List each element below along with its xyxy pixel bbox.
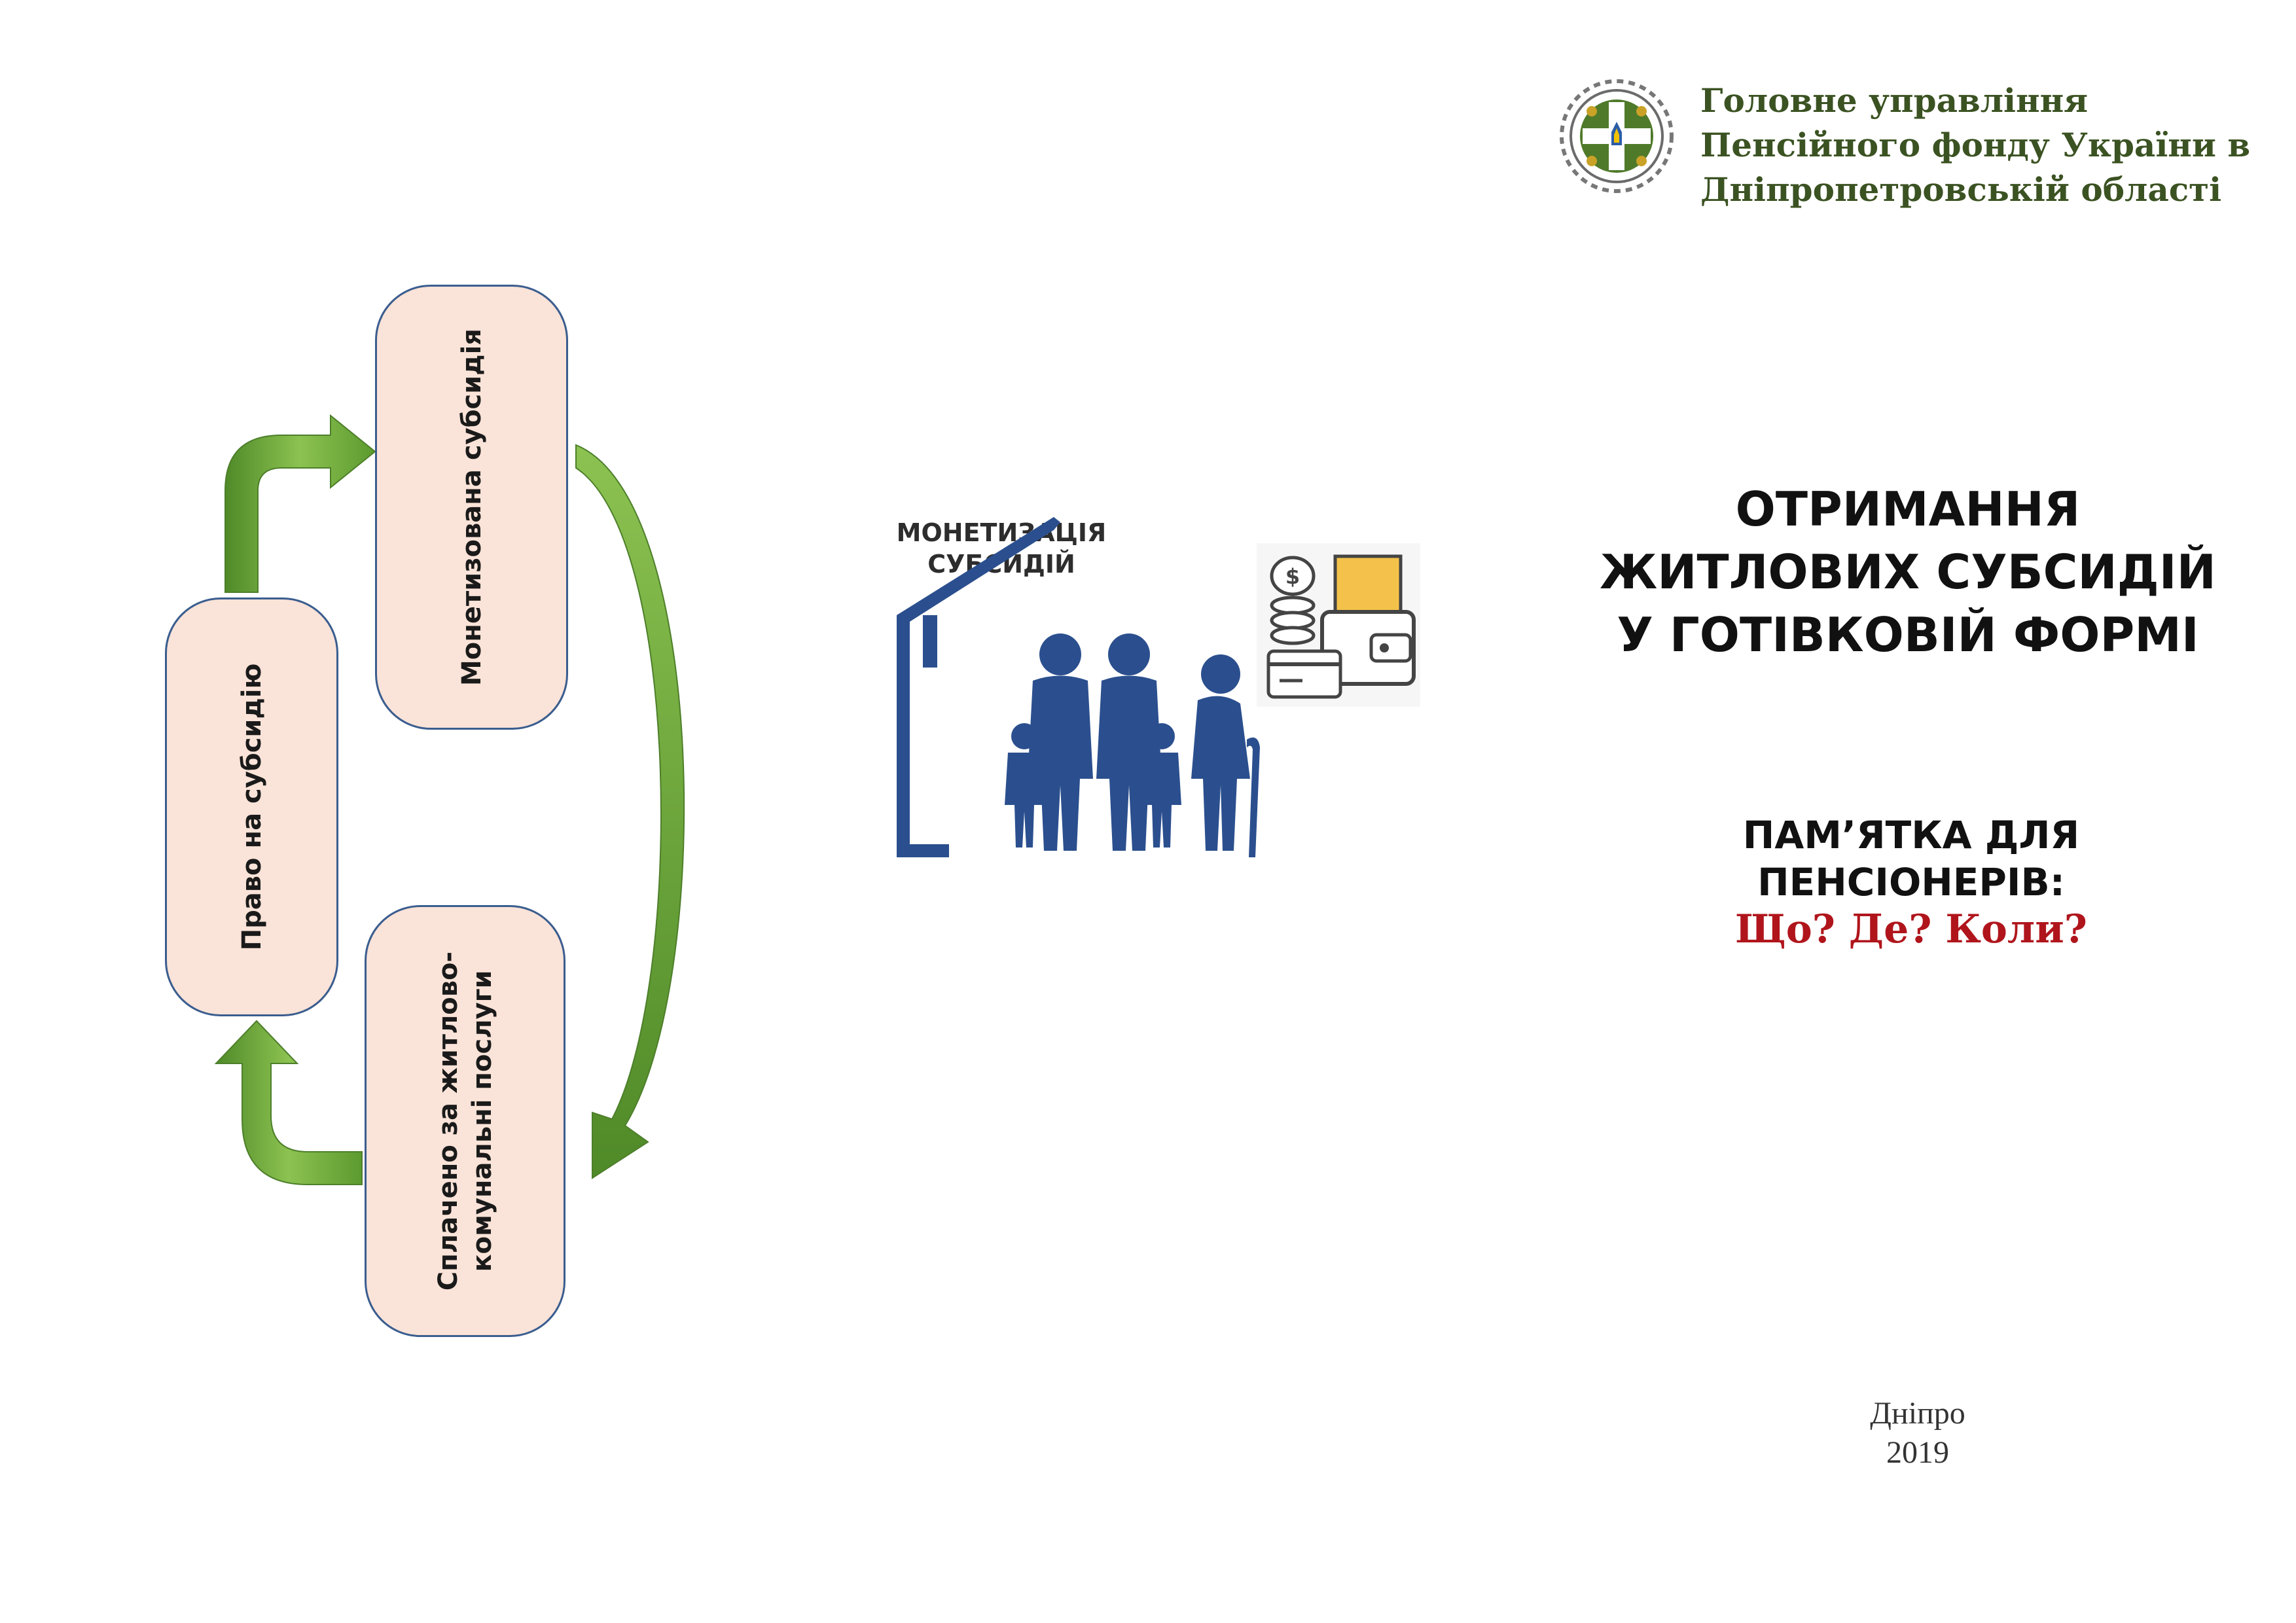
cycle-box-label: Право на субсидію — [236, 663, 267, 951]
main-title-line: ЖИТЛОВИХ СУБСИДІЙ — [1600, 544, 2216, 599]
svg-text:$: $ — [1285, 564, 1300, 589]
cycle-box-label-line: Сплачено за житлово- — [433, 951, 463, 1291]
footer-year: 2019 — [1886, 1435, 1949, 1470]
wallet-coins-icon: $ — [1257, 543, 1420, 707]
cycle-box-monetized-subsidy: Монетизована субсидія — [375, 285, 568, 730]
main-title: ОТРИМАННЯ ЖИТЛОВИХ СУБСИДІЙ У ГОТІВКОВІЙ… — [1551, 478, 2265, 666]
organization-name-line: Головне управління — [1700, 81, 2089, 120]
cycle-box-label: Сплачено за житлово- комунальні послуги — [431, 952, 499, 1291]
cycle-box-label-line: комунальні послуги — [467, 970, 497, 1272]
organization-name: Головне управління Пенсійного фонду Укра… — [1700, 79, 2276, 212]
cycle-box-subsidy-right: Право на субсидію — [165, 597, 338, 1016]
illustration-title: МОНЕТИЗАЦІЯ СУБСИДІЙ — [864, 517, 1139, 580]
footer-city: Дніпро — [1870, 1396, 1965, 1431]
main-title-line: У ГОТІВКОВІЙ ФОРМІ — [1617, 607, 2199, 662]
cycle-box-label: Монетизована субсидія — [456, 329, 487, 686]
subtitle: ПАМ’ЯТКА ДЛЯ ПЕНСІОНЕРІВ: Що? Де? Коли? — [1623, 812, 2199, 953]
organization-name-line: Пенсійного фонду України в — [1700, 126, 2251, 164]
illustration-title-line: МОНЕТИЗАЦІЯ — [896, 518, 1107, 547]
footer: Дніпро 2019 — [1787, 1394, 2049, 1472]
monetization-illustration: МОНЕТИЗАЦІЯ СУБСИДІЙ $ — [864, 504, 1466, 870]
organization-name-line: Дніпропетровській області — [1700, 170, 2222, 209]
main-title-line: ОТРИМАННЯ — [1735, 482, 2081, 537]
arrow-left-to-top — [224, 414, 376, 593]
cycle-box-paid-utilities: Сплачено за житлово- комунальні послуги — [365, 905, 565, 1337]
subtitle-line: ПЕНСІОНЕРІВ: — [1757, 860, 2065, 904]
cycle-arrows — [214, 414, 685, 1185]
pension-fund-emblem-icon — [1558, 77, 1676, 195]
arrow-top-to-bottom — [575, 444, 685, 1179]
house-family-icon — [897, 517, 1260, 857]
subtitle-line: ПАМ’ЯТКА ДЛЯ — [1742, 813, 2080, 857]
arrow-bottom-to-left — [214, 1020, 363, 1185]
subtitle-highlight: Що? Де? Коли? — [1735, 906, 2087, 952]
